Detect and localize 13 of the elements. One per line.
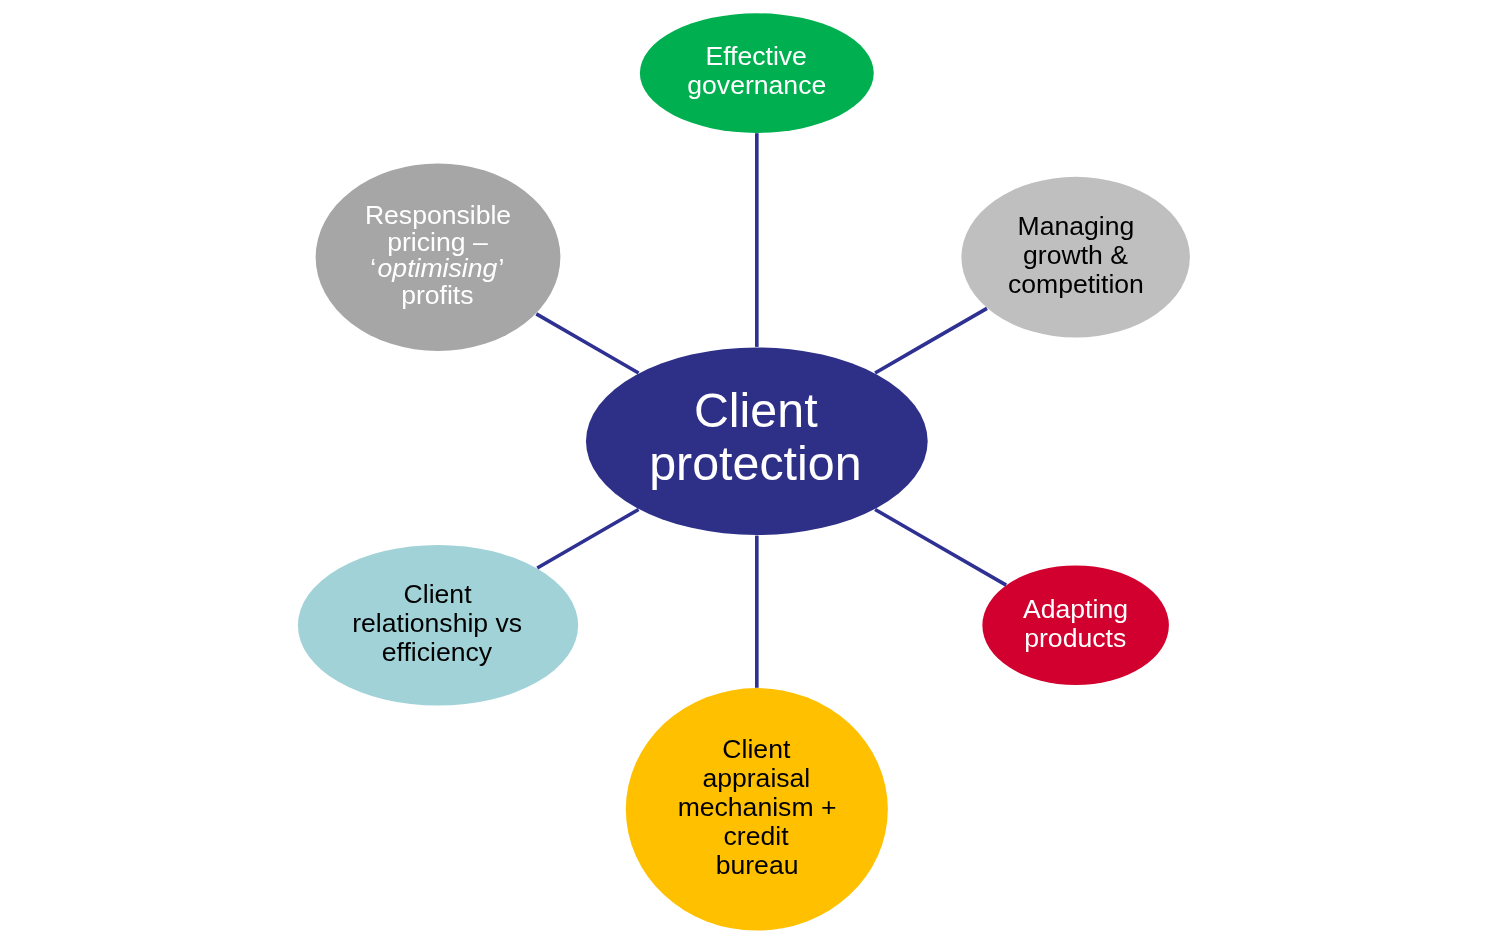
node-ellipse: Effective governance [639, 13, 874, 133]
connector [534, 312, 639, 375]
connector [535, 507, 639, 570]
connector [873, 507, 1007, 587]
connector [873, 306, 988, 375]
node-ellipse: Client relationship vs efficiency [297, 545, 578, 706]
node-ellipse: Managing growth & competition [960, 176, 1190, 338]
node-ellipse: Client protection [585, 347, 928, 535]
connector [754, 535, 759, 688]
node-circle: Client appraisal mechanism + credit bureau [625, 688, 888, 931]
node-ellipse: Responsible pricing – ‘optimising’ profits [315, 163, 560, 351]
connector [754, 133, 759, 347]
node-ellipse: Adapting products [981, 565, 1169, 686]
